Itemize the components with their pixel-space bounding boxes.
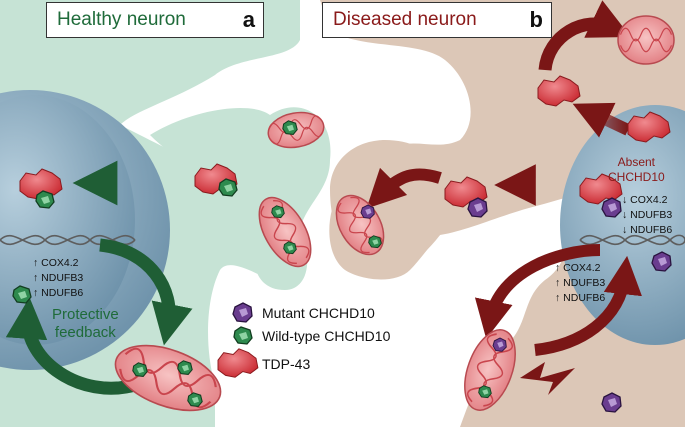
legend-tdp43-icon [217,348,259,378]
legend-mutant-label: Mutant CHCHD10 [262,305,375,321]
down-gene-ndufb3: ↓ NDUFB3 [622,209,673,221]
legend-wildtype-icon [233,326,253,345]
up-gene-ndufb6: ↑ NDUFB6 [555,292,606,304]
panel-a-title-box: Healthy neuron a [46,2,264,38]
panel-a-title: Healthy neuron [57,9,186,30]
healthy-mito-spine-bottom [257,196,313,268]
diseased-feedback-arrow [534,255,642,356]
wildtype-chchd10-icon [218,178,238,197]
wildtype-chchd10-icon [368,235,382,249]
absent-line-1: Absent [617,155,656,169]
wildtype-chchd10-icon [12,285,32,304]
panel-b-title-box: Diseased neuron b [322,2,552,38]
diseased-dna-icon [579,234,685,246]
diseased-up-list: ↑ COX4.2 ↑ NDUFB3 ↑ NDUFB6 [555,261,605,306]
up-gene-ndufb3: ↑ NDUFB3 [555,277,606,289]
healthy-nucleus-disc [0,95,135,345]
mutant-chchd10-icon [651,251,672,272]
wildtype-chchd10-icon [35,190,55,209]
wildtype-chchd10-icon [478,385,492,399]
mutant-chchd10-icon [467,197,488,218]
protective-feedback-arrow [5,297,137,395]
diseased-nucleus-to-mito-arrow [474,244,601,339]
absent-chchd10-label: Absent CHCHD10 [608,155,665,185]
absent-line-2: CHCHD10 [608,170,665,184]
healthy-gene-ndufb6: ↑ NDUFB6 [33,287,84,299]
protective-feedback-label: Protective feedback [52,306,119,342]
legend-wildtype-label: Wild-type CHCHD10 [262,328,391,344]
diseased-down-list: ↓ COX4.2 ↓ NDUFB3 ↓ NDUFB6 [622,193,672,238]
legend-mutant-icon [232,302,253,323]
legend-tdp43-label: TDP-43 [262,356,311,372]
healthy-gene-ndufb3: ↑ NDUFB3 [33,272,84,284]
mutant-chchd10-icon [360,204,375,219]
diseased-mito-top [617,15,675,65]
wildtype-chchd10-icon [282,120,298,135]
wildtype-chchd10-icon [283,241,297,255]
mutant-chchd10-icon [601,392,622,413]
mutant-chchd10-icon [601,197,622,218]
wildtype-chchd10-icon [132,362,148,377]
wildtype-chchd10-icon [271,205,285,219]
down-gene-cox42: ↓ COX4.2 [622,194,668,206]
feedback-line-2: feedback [54,324,116,341]
healthy-nucleus-to-mito-arrow [99,238,193,346]
panel-b-letter: b [529,7,543,32]
wildtype-chchd10-icon [177,360,193,375]
mutant-chchd10-icon [492,337,507,352]
diseased-aggregate-arrow [572,102,631,138]
diseased-top-loop-arrow [538,0,631,72]
healthy-dna-icon [0,234,136,246]
feedback-line-1: Protective [52,306,119,323]
healthy-gene-list: ↑ COX4.2 ↑ NDUFB3 ↑ NDUFB6 [33,256,83,301]
wildtype-chchd10-icon [187,392,203,407]
panel-b-title: Diseased neuron [333,9,477,30]
panel-a-letter: a [242,7,255,32]
down-gene-ndufb6: ↓ NDUFB6 [622,224,673,236]
diseased-to-spine-arrow [366,167,442,209]
lightning-icon [520,362,575,395]
up-gene-cox42: ↑ COX4.2 [555,262,601,274]
healthy-gene-cox42: ↑ COX4.2 [33,257,79,269]
diseased-nucleus [560,105,685,345]
